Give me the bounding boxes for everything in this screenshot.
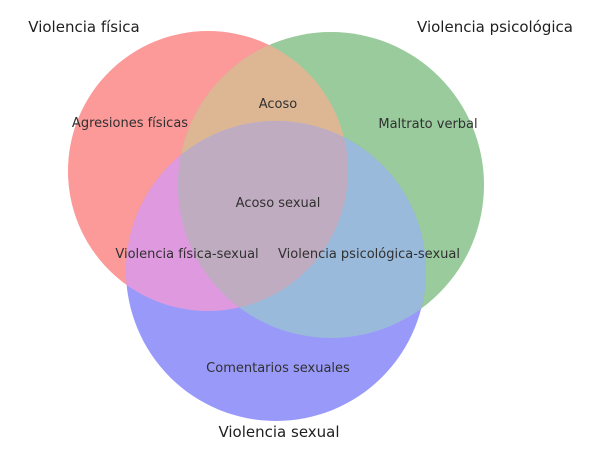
region-label-violencia-fisica-sexual: Violencia física-sexual (115, 246, 259, 262)
set-label-violencia-psicologica: Violencia psicológica (417, 17, 573, 36)
set-label-violencia-sexual: Violencia sexual (218, 422, 340, 441)
region-label-comentarios-sexuales: Comentarios sexuales (206, 360, 350, 376)
region-label-acoso-sexual: Acoso sexual (235, 195, 321, 211)
region-label-violencia-psicologica-sexual: Violencia psicológica-sexual (278, 246, 460, 262)
set-label-violencia-fisica: Violencia física (28, 17, 140, 36)
region-label-acoso: Acoso (258, 96, 298, 112)
region-label-agresiones-fisicas: Agresiones físicas (71, 115, 189, 131)
venn-region-center (178, 121, 348, 311)
region-label-maltrato-verbal: Maltrato verbal (378, 116, 478, 132)
